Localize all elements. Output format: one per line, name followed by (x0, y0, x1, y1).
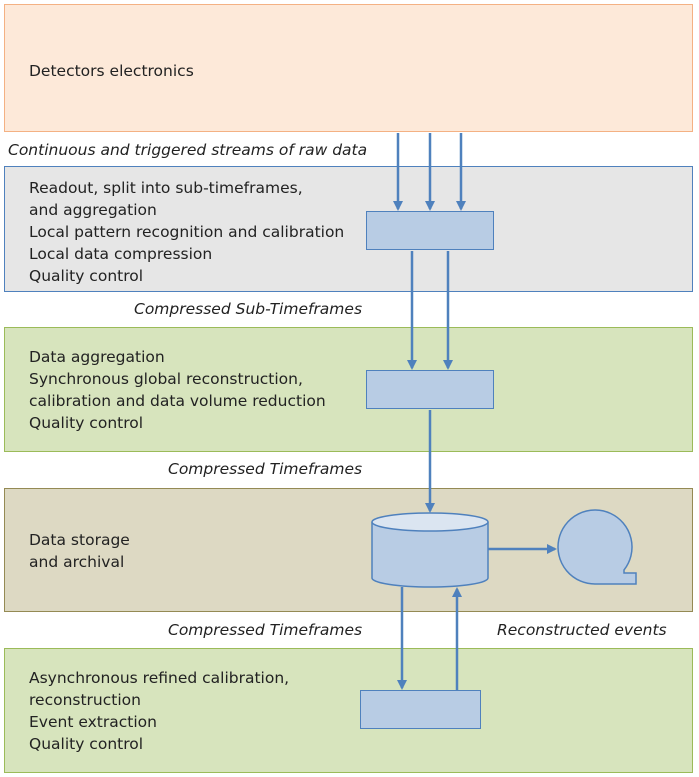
aggregation-text: Data aggregation Synchronous global reco… (29, 346, 326, 434)
async-line-4: Quality control (29, 735, 144, 753)
readout-line-4: Local data compression (29, 245, 213, 263)
aggregation-line-1: Data aggregation (29, 348, 165, 366)
async-text: Asynchronous refined calibration, recons… (29, 667, 289, 755)
aggregation-line-3: calibration and data volume reduction (29, 392, 326, 410)
aggregation-line-2: Synchronous global reconstruction, (29, 370, 303, 388)
aggregation-line-4: Quality control (29, 414, 144, 432)
storage-text: Data storage and archival (29, 529, 130, 573)
tape-reel-icon (557, 509, 637, 585)
subtimeframes-label: Compressed Sub-Timeframes (134, 300, 363, 318)
flp-node (366, 211, 494, 250)
readout-line-1: Readout, split into sub-timeframes, (29, 179, 303, 197)
aggregation-band: Data aggregation Synchronous global reco… (4, 327, 693, 452)
storage-line-1: Data storage (29, 531, 130, 549)
detectors-text: Detectors electronics (29, 60, 194, 82)
async-band: Asynchronous refined calibration, recons… (4, 648, 693, 773)
detectors-line-1: Detectors electronics (29, 62, 194, 80)
async-line-2: reconstruction (29, 691, 141, 709)
timeframes-label-2: Compressed Timeframes (168, 621, 363, 639)
storage-line-2: and archival (29, 553, 125, 571)
readout-band: Readout, split into sub-timeframes, and … (4, 166, 693, 292)
async-node (360, 690, 481, 729)
raw-data-label: Continuous and triggered streams of raw … (8, 141, 368, 159)
async-line-1: Asynchronous refined calibration, (29, 669, 290, 687)
readout-line-3: Local pattern recognition and calibratio… (29, 223, 345, 241)
detectors-band: Detectors electronics (4, 4, 693, 132)
epn-node (366, 370, 494, 409)
readout-line-5: Quality control (29, 267, 144, 285)
reconstructed-events-label: Reconstructed events (497, 621, 667, 639)
readout-text: Readout, split into sub-timeframes, and … (29, 177, 344, 287)
database-cylinder-icon (371, 512, 489, 588)
timeframes-label-1: Compressed Timeframes (168, 460, 363, 478)
async-line-3: Event extraction (29, 713, 157, 731)
readout-line-2: and aggregation (29, 201, 157, 219)
